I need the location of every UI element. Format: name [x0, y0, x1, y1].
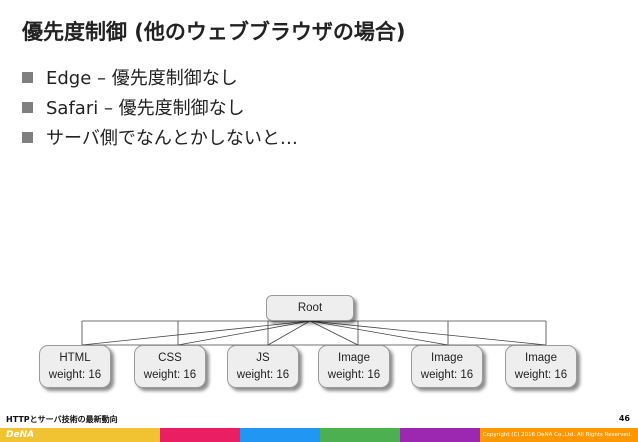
- child-node-image-3: Image weight: 16: [505, 345, 577, 388]
- bullet-item: Safari – 優先度制御なし: [22, 92, 298, 122]
- bar-segment: [240, 428, 320, 442]
- root-label: Root: [297, 301, 323, 314]
- node-name: CSS: [158, 351, 182, 364]
- root-node: Root: [266, 295, 354, 321]
- bullet-list: Edge – 優先度制御なし Safari – 優先度制御なし サーバ側でなんと…: [22, 62, 298, 152]
- node-name: Image: [525, 351, 557, 364]
- edge-root-image-2: [309, 320, 449, 346]
- bullet-text: サーバ側でなんとかしないと…: [46, 128, 298, 149]
- bullet-text: Safari – 優先度制御なし: [46, 98, 245, 119]
- bar-segment: [480, 428, 638, 442]
- bullet-item: Edge – 優先度制御なし: [22, 62, 298, 92]
- node-name: HTML: [59, 351, 91, 364]
- edge-root-image-3: [309, 320, 547, 346]
- bar-segment: [0, 428, 160, 442]
- edge-root-image-1: [309, 320, 359, 346]
- edge-root-js: [267, 320, 311, 346]
- bullet-square-icon: [22, 101, 33, 113]
- node-weight: weight: 16: [420, 368, 474, 381]
- node-name: Image: [431, 351, 463, 364]
- bullet-text: Edge – 優先度制御なし: [46, 68, 238, 89]
- bullet-square-icon: [22, 71, 33, 83]
- node-weight: weight: 16: [514, 368, 568, 381]
- node-weight: weight: 16: [143, 368, 197, 381]
- child-node-image-1: Image weight: 16: [318, 345, 390, 388]
- bullet-item: サーバ側でなんとかしないと…: [22, 122, 298, 152]
- footer-color-bar: [0, 428, 638, 442]
- page-title: 優先度制御 (他のウェブブラウザの場合): [22, 20, 406, 44]
- talk-title: HTTPとサーバ技術の最新動向: [6, 415, 118, 424]
- bullet-square-icon: [22, 131, 33, 143]
- edge-root-html: [81, 320, 311, 346]
- page-number: 46: [618, 414, 630, 423]
- edge-root-css: [177, 320, 311, 346]
- node-name: JS: [256, 351, 270, 364]
- node-weight: weight: 16: [48, 368, 102, 381]
- bar-segment: [320, 428, 400, 442]
- child-node-html: HTML weight: 16: [39, 345, 111, 388]
- node-weight: weight: 16: [236, 368, 290, 381]
- child-node-image-2: Image weight: 16: [411, 345, 483, 388]
- child-node-js: JS weight: 16: [227, 345, 299, 388]
- child-node-css: CSS weight: 16: [134, 345, 206, 388]
- node-name: Image: [338, 351, 370, 364]
- bar-segment: [160, 428, 240, 442]
- bar-segment: [400, 428, 480, 442]
- node-weight: weight: 16: [327, 368, 381, 381]
- copyright-text: Copyright (C) 2016 DeNA Co.,Ltd. All Rig…: [482, 432, 632, 438]
- dena-logo: DeNA: [6, 430, 35, 440]
